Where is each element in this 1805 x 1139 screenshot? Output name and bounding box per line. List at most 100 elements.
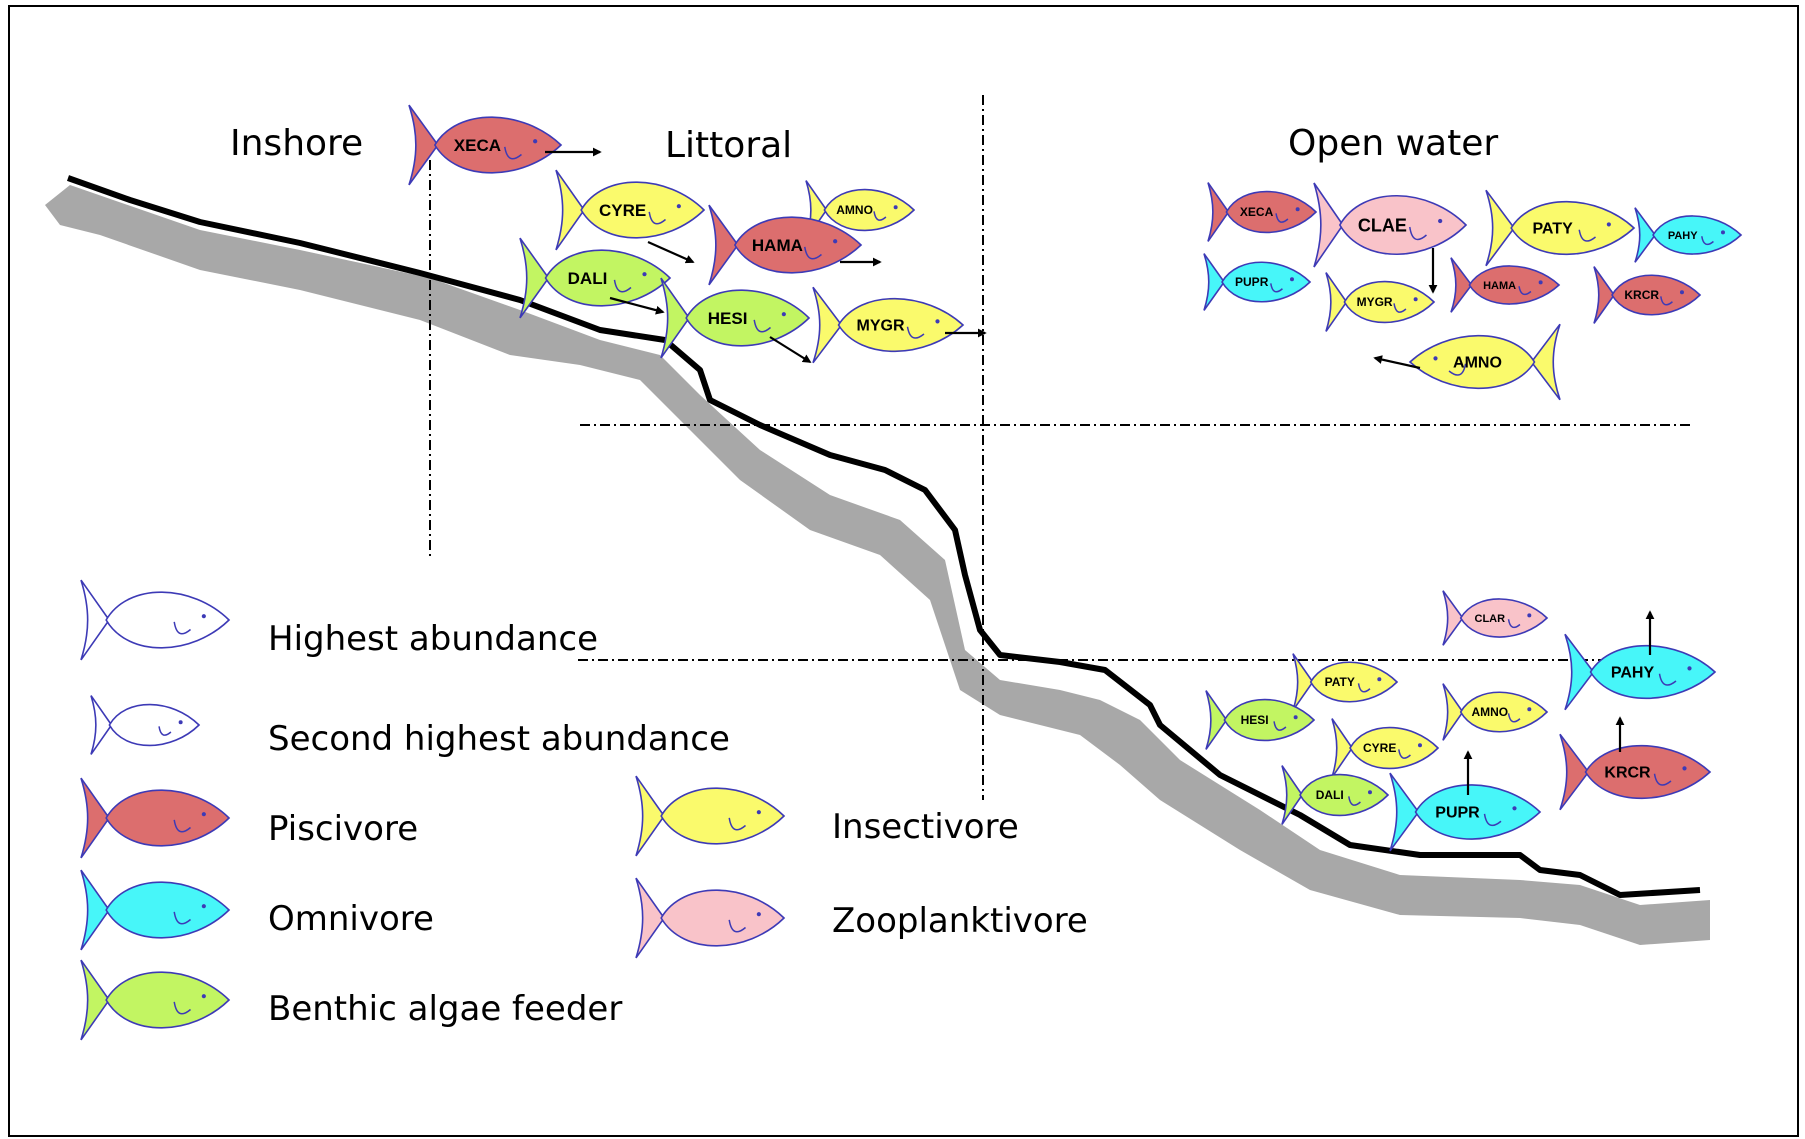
- fish-eye: [1680, 290, 1684, 294]
- fish-label: PATY: [1532, 221, 1573, 238]
- fish-tail: [813, 287, 842, 363]
- fish-tail: [556, 170, 584, 250]
- fish-label: KRCR: [1604, 765, 1651, 782]
- fish-krcr: KRCR: [1594, 267, 1700, 324]
- fish-tail: [636, 776, 664, 856]
- fish-body: [106, 972, 229, 1028]
- fish-pupr: PUPR: [1204, 254, 1310, 311]
- fish-tail: [81, 870, 109, 950]
- fish-eye: [1607, 222, 1611, 226]
- fish-paty: PATY: [1486, 190, 1634, 266]
- fish-tail: [81, 778, 109, 858]
- fish-eye: [1418, 743, 1422, 747]
- fish-label: XECA: [454, 136, 501, 155]
- fish-label: PAHY: [1668, 230, 1698, 242]
- fish-eye: [782, 312, 786, 316]
- fish-eye: [202, 904, 206, 908]
- fish-eye: [179, 720, 183, 724]
- fish-eye: [1433, 356, 1437, 360]
- legend-label-piscivore: Piscivore: [268, 809, 418, 849]
- fish-label: AMNO: [836, 203, 873, 217]
- fish-label: CYRE: [599, 201, 646, 220]
- fish-clae: CLAE: [1314, 183, 1466, 292]
- fish-eye: [202, 614, 206, 618]
- fish-eye: [642, 272, 646, 276]
- fish-label: HESI: [708, 309, 748, 328]
- fish-tail: [81, 580, 109, 660]
- fish-label: DALI: [1316, 788, 1344, 802]
- fish-eye: [757, 912, 761, 916]
- fish-eye: [533, 139, 537, 143]
- fish-label: CLAR: [1475, 613, 1506, 625]
- fish-body: [1300, 775, 1388, 816]
- fish-label: HAMA: [752, 236, 803, 255]
- zone-label-open-water: Open water: [1288, 123, 1498, 164]
- fish-krcr: KRCR: [1560, 718, 1710, 810]
- fish-eye: [935, 319, 939, 323]
- zone-label-inshore: Inshore: [230, 123, 363, 164]
- fish-clar: CLAR: [1443, 591, 1547, 646]
- fish-amno: AMNO: [1443, 684, 1547, 741]
- zone-label-littoral: Littoral: [665, 125, 792, 166]
- fish-eye: [1687, 666, 1691, 670]
- legend-icon-zooplanktivore: [636, 878, 784, 958]
- fish-label: HAMA: [1483, 280, 1516, 292]
- fish-label: MYGR: [1357, 295, 1393, 309]
- fish-body: [109, 705, 199, 746]
- fish-label: DALI: [568, 269, 608, 288]
- fish-body: [686, 290, 809, 346]
- fish-tail: [1560, 734, 1589, 810]
- legend-icon-highest: [81, 580, 229, 660]
- legend-label-insectivore: Insectivore: [832, 807, 1019, 847]
- fish-hesi: HESI: [661, 278, 810, 362]
- fish-hama: HAMA: [1451, 258, 1559, 313]
- fish-cyre: CYRE: [556, 170, 704, 262]
- legend-label-benthic: Benthic algae feeder: [268, 989, 622, 1029]
- legend-label-zooplanktivore: Zooplanktivore: [832, 901, 1088, 941]
- fish-tail: [81, 960, 109, 1040]
- fish-eye: [833, 239, 837, 243]
- fish-xeca: XECA: [409, 105, 600, 185]
- fish-label: PATY: [1325, 675, 1355, 689]
- fish-body: [106, 882, 229, 938]
- fish-eye: [677, 204, 681, 208]
- fish-eye: [1290, 277, 1294, 281]
- fish-eye: [1438, 219, 1442, 223]
- legend-icon-omnivore: [81, 870, 229, 950]
- fish-eye: [1527, 707, 1531, 711]
- fish-eye: [1527, 613, 1531, 617]
- legend-icon-insectivore: [636, 776, 784, 856]
- fish-tail: [1314, 183, 1343, 267]
- fish-eye: [1296, 207, 1300, 211]
- fish-eye: [202, 812, 206, 816]
- fish-eye: [894, 205, 898, 209]
- fish-eye: [202, 994, 206, 998]
- fish-label: MYGR: [857, 318, 905, 335]
- fish-eye: [1368, 790, 1372, 794]
- fish-label: PUPR: [1435, 805, 1480, 822]
- legend-label-second: Second highest abundance: [268, 719, 730, 759]
- fish-body: [661, 788, 784, 844]
- fish-mygr: MYGR: [1326, 273, 1434, 332]
- fish-xeca: XECA: [1208, 183, 1316, 242]
- fish-body: [106, 592, 229, 648]
- fish-tail: [409, 105, 438, 185]
- fish-tail: [1486, 190, 1514, 266]
- fish-tail: [636, 878, 664, 958]
- fish-label: PUPR: [1235, 275, 1269, 289]
- fish-tail: [709, 205, 738, 285]
- fish-body: [106, 790, 229, 846]
- fish-label: HESI: [1241, 713, 1269, 727]
- fish-body: [661, 890, 784, 946]
- fish-label: XECA: [1240, 205, 1274, 219]
- fish-tail: [1565, 634, 1594, 710]
- fish-eye: [1682, 766, 1686, 770]
- fish-label: CLAE: [1358, 215, 1407, 235]
- fish-eye: [757, 810, 761, 814]
- fish-pahy: PAHY: [1635, 208, 1741, 263]
- fish-mygr: MYGR: [813, 287, 985, 363]
- legend-label-omnivore: Omnivore: [268, 899, 434, 939]
- legend-icon-second: [91, 696, 199, 755]
